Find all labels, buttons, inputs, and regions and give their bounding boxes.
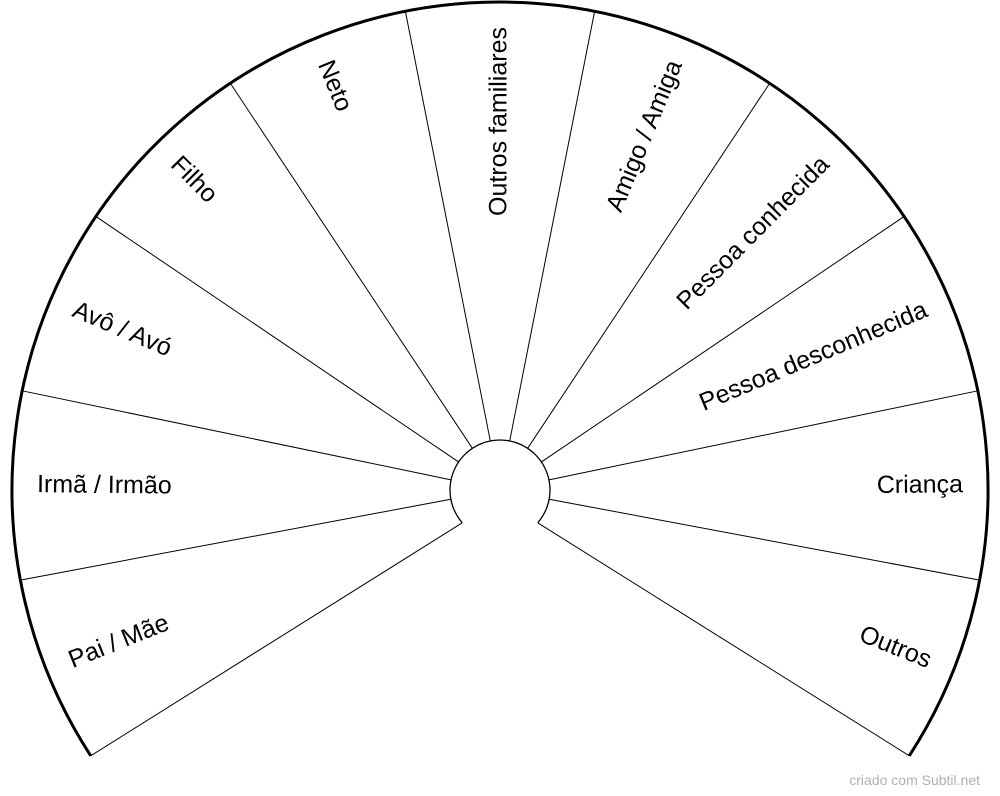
footer-credit: criado com Subtil.net bbox=[849, 772, 980, 788]
sector-divider bbox=[404, 11, 491, 442]
sector-label: Irmã / Irmão bbox=[37, 470, 172, 499]
sector-label: Criança bbox=[877, 470, 964, 499]
inner-arc bbox=[449, 439, 551, 524]
sector-label: Outros bbox=[855, 620, 935, 674]
sector-divider bbox=[541, 216, 905, 463]
sector-label: Filho bbox=[165, 150, 223, 208]
sector-divider bbox=[229, 83, 473, 449]
sector-label: Outros familiares bbox=[485, 27, 513, 216]
sector-divider bbox=[548, 390, 978, 481]
outer-arc bbox=[10, 0, 990, 757]
sector-label: Amigo / Amiga bbox=[601, 56, 688, 216]
sector-label: Pessoa desconhecida bbox=[695, 296, 931, 417]
sector-divider bbox=[90, 522, 463, 757]
sector-divider bbox=[22, 390, 452, 481]
sector-label: Neto bbox=[312, 56, 358, 115]
sector-label: Avô / Avó bbox=[69, 296, 176, 363]
sector-label: Pai / Mãe bbox=[64, 609, 172, 674]
sector-divider bbox=[549, 498, 980, 581]
sector-divider bbox=[527, 83, 771, 449]
sector-label: Pessoa conhecida bbox=[671, 150, 835, 315]
sector-divider bbox=[95, 216, 459, 463]
sector-divider bbox=[20, 498, 451, 581]
sector-divider bbox=[509, 11, 596, 442]
sector-divider bbox=[537, 522, 910, 757]
